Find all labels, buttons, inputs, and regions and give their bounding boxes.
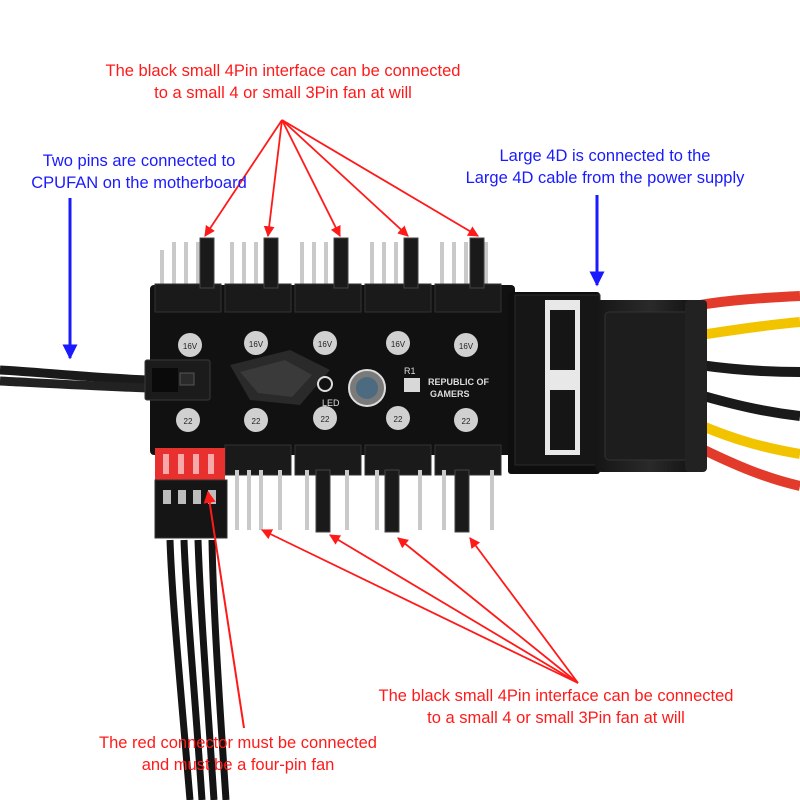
red-connector-caption: The red connector must be connected and … [58, 732, 418, 776]
svg-text:22: 22 [184, 417, 193, 426]
fan-header [294, 237, 362, 313]
cpufan-caption-line2: CPUFAN on the motherboard [31, 174, 247, 192]
power-wires [697, 291, 800, 491]
bottom-fan-headers [224, 444, 502, 533]
bottom-fan-arrows [261, 529, 579, 684]
led-label: LED [322, 398, 340, 408]
capacitor: 16V [244, 331, 268, 355]
power-caption-line2: Large 4D cable from the power supply [465, 169, 745, 187]
svg-text:16V: 16V [249, 340, 264, 349]
fan-header [434, 237, 502, 313]
capacitor: 16V [178, 333, 202, 357]
top-fans-caption: The black small 4Pin interface can be co… [63, 60, 503, 104]
fan-header [364, 237, 432, 313]
svg-text:22: 22 [252, 417, 261, 426]
bottom-fans-caption-line2: to a small 4 or small 3Pin fan at will [427, 709, 685, 727]
cpufan-cable [0, 365, 151, 393]
resistor [404, 378, 420, 392]
bottom-fans-caption: The black small 4Pin interface can be co… [336, 685, 776, 729]
top-fans-caption-line2: to a small 4 or small 3Pin fan at will [154, 84, 412, 102]
capacitor: 16V [454, 333, 478, 357]
fan-header [224, 237, 292, 313]
red-fan-connector [154, 448, 230, 800]
cpufan-caption: Two pins are connected to CPUFAN on the … [4, 150, 274, 194]
r1-label: R1 [404, 366, 416, 376]
cpufan-caption-line1: Two pins are connected to [42, 152, 236, 170]
capacitor: 22 [176, 408, 200, 432]
cpufan-connector [144, 359, 211, 401]
capacitor: 22 [386, 406, 410, 430]
svg-text:22: 22 [462, 417, 471, 426]
svg-text:16V: 16V [391, 340, 406, 349]
capacitor: 22 [313, 406, 337, 430]
capacitor: 16V [313, 331, 337, 355]
fan-header [434, 444, 502, 533]
bottom-fans-caption-line1: The black small 4Pin interface can be co… [378, 687, 734, 705]
top-fans-caption-line1: The black small 4Pin interface can be co… [105, 62, 461, 80]
svg-text:16V: 16V [318, 340, 333, 349]
logo-line2: GAMERS [430, 389, 470, 399]
red-connector-caption-line2: and must be a four-pin fan [141, 756, 335, 774]
red-connector-caption-line1: The red connector must be connected [99, 734, 377, 752]
svg-text:16V: 16V [183, 342, 198, 351]
capacitor: 22 [244, 408, 268, 432]
led [317, 376, 333, 392]
top-fan-arrows [204, 119, 479, 238]
fan-header [154, 237, 222, 313]
logo-line1: REPUBLIC OF [428, 377, 490, 387]
red-connector-arrow [203, 490, 245, 729]
power-caption: Large 4D is connected to the Large 4D ca… [420, 145, 790, 189]
capacitor: 22 [454, 408, 478, 432]
fan-header [364, 444, 432, 533]
molex-connector [514, 294, 707, 472]
capacitor: 16V [386, 331, 410, 355]
svg-text:22: 22 [321, 415, 330, 424]
fan-header [294, 444, 362, 533]
svg-text:22: 22 [394, 415, 403, 424]
svg-text:16V: 16V [459, 342, 474, 351]
top-fan-headers [154, 237, 502, 313]
fan-header [224, 444, 292, 530]
power-caption-line1: Large 4D is connected to the [499, 147, 711, 165]
